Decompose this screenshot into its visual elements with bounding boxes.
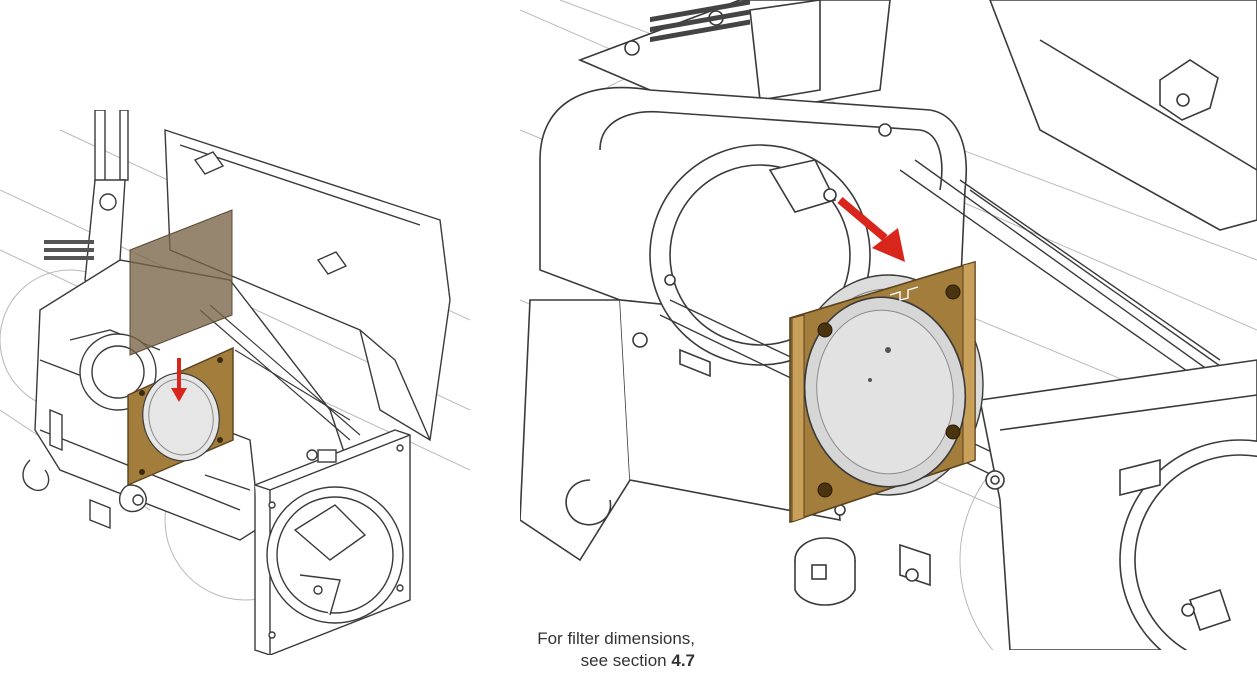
filter-dimensions-caption: For filter dimensions, see section 4.7 — [390, 628, 695, 672]
caption-line-1: For filter dimensions, — [537, 629, 695, 648]
caption-prefix: see section — [580, 651, 672, 670]
filter-frame-icon — [127, 346, 234, 487]
insert-arrow-icon — [171, 358, 187, 402]
left-illustration — [0, 110, 470, 655]
filter-frame-icon — [789, 260, 976, 524]
gel-sheet-icon — [129, 209, 233, 356]
right-illustration — [520, 0, 1257, 650]
caption-line-2: see section 4.7 — [390, 650, 695, 672]
insert-arrow-icon — [837, 196, 905, 262]
fixture-overview-drawing — [0, 110, 470, 655]
filter-holder-closeup-drawing — [520, 0, 1257, 650]
section-reference: 4.7 — [671, 651, 695, 670]
